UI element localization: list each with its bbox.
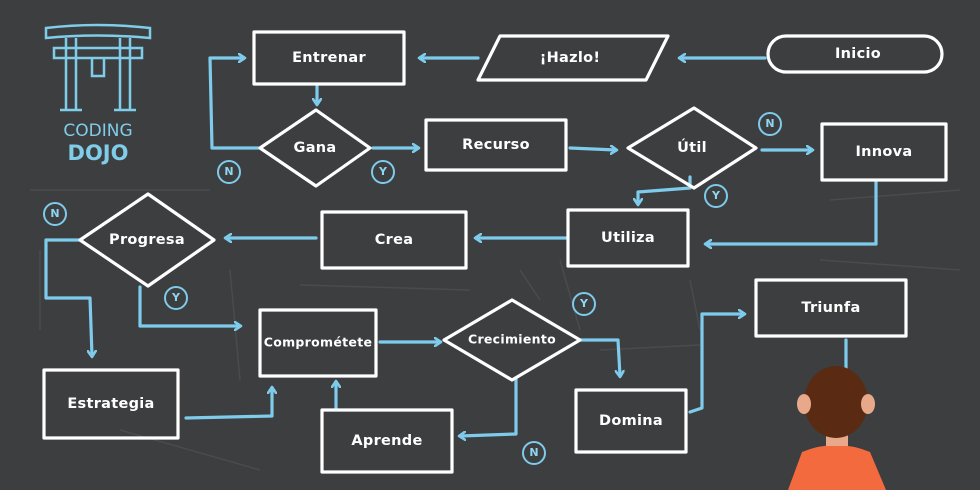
arrow-crecimiento-yes-to-domina xyxy=(578,338,620,376)
node-gana-label: Gana xyxy=(294,140,337,156)
node-estrategia-label: Estrategia xyxy=(67,396,154,412)
marker-progresa-no xyxy=(43,202,67,226)
yes-no-markers: N Y N Y N Y Y N xyxy=(43,112,782,465)
person-hair xyxy=(804,366,868,438)
logo-text-dojo: DOJO xyxy=(68,141,129,165)
node-triunfa: Triunfa xyxy=(754,278,908,338)
node-progresa: Progresa xyxy=(78,192,216,288)
node-domina-label: Domina xyxy=(599,413,663,429)
marker-crecimiento-yes xyxy=(572,292,596,316)
arrows xyxy=(44,58,878,436)
person-illustration xyxy=(788,366,886,490)
node-inicio-label: Inicio xyxy=(835,46,881,62)
node-entrenar: Entrenar xyxy=(252,30,406,86)
marker-crecimiento-yes-text: Y xyxy=(579,297,589,310)
node-utiliza: Utiliza xyxy=(566,208,690,268)
node-recurso: Recurso xyxy=(424,118,568,172)
node-utiliza-label: Utiliza xyxy=(601,230,655,246)
marker-gana-no xyxy=(217,160,241,184)
marker-util-no xyxy=(758,112,782,136)
arrow-innova-to-utiliza xyxy=(706,180,878,244)
node-domina: Domina xyxy=(574,388,688,454)
node-crecimiento: Crecimiento xyxy=(442,298,582,382)
node-crea-label: Crea xyxy=(375,232,414,248)
person-shirt xyxy=(788,445,886,490)
node-recurso-label: Recurso xyxy=(462,137,530,153)
node-util: Útil xyxy=(626,106,758,190)
marker-gana-yes-text: Y xyxy=(378,165,388,178)
marker-progresa-yes-text: Y xyxy=(171,291,181,304)
arrow-crecimiento-no-to-aprende xyxy=(460,376,518,436)
arrow-progresa-yes-to-comprometete xyxy=(138,285,240,326)
marker-util-yes xyxy=(704,184,728,208)
node-innova: Innova xyxy=(820,122,948,182)
node-inicio: Inicio xyxy=(766,34,944,74)
marker-crecimiento-no-text: N xyxy=(529,446,538,459)
arrow-util-yes-to-utiliza xyxy=(638,175,692,204)
node-hazlo: ¡Hazlo! xyxy=(476,34,670,82)
marker-util-no-text: N xyxy=(765,117,774,130)
node-comprometete-label: Comprométete xyxy=(264,335,373,350)
arrow-recurso-to-util xyxy=(568,148,616,150)
torii-gate-icon xyxy=(44,23,152,112)
person-ear-left xyxy=(797,394,811,414)
marker-gana-no-text: N xyxy=(224,165,233,178)
node-crea: Crea xyxy=(320,210,468,270)
node-entrenar-label: Entrenar xyxy=(292,50,366,66)
marker-gana-yes xyxy=(371,160,395,184)
marker-crecimiento-no xyxy=(522,441,546,465)
arrow-gana-no-to-entrenar xyxy=(208,58,260,150)
node-triunfa-label: Triunfa xyxy=(801,300,860,316)
arrow-estrategia-to-comprometete xyxy=(184,388,272,420)
node-crecimiento-label: Crecimiento xyxy=(468,332,556,347)
node-estrategia: Estrategia xyxy=(42,368,180,440)
marker-util-yes-text: Y xyxy=(711,189,721,202)
node-innova-label: Innova xyxy=(855,144,912,160)
node-comprometete: Comprométete xyxy=(258,308,378,378)
node-aprende: Aprende xyxy=(320,408,454,474)
node-gana: Gana xyxy=(258,108,372,188)
person-ear-right xyxy=(861,394,875,414)
node-progresa-label: Progresa xyxy=(109,232,185,248)
node-util-label: Útil xyxy=(677,138,707,156)
node-hazlo-label: ¡Hazlo! xyxy=(540,50,601,66)
arrow-domina-to-triunfa xyxy=(688,314,744,414)
node-aprende-label: Aprende xyxy=(351,433,422,449)
marker-progresa-yes xyxy=(164,286,188,310)
logo-text-coding: CODING xyxy=(63,121,132,141)
coding-dojo-logo: CODING DOJO xyxy=(44,23,152,165)
arrow-progresa-no-to-estrategia xyxy=(44,238,92,356)
marker-progresa-no-text: N xyxy=(50,207,59,220)
